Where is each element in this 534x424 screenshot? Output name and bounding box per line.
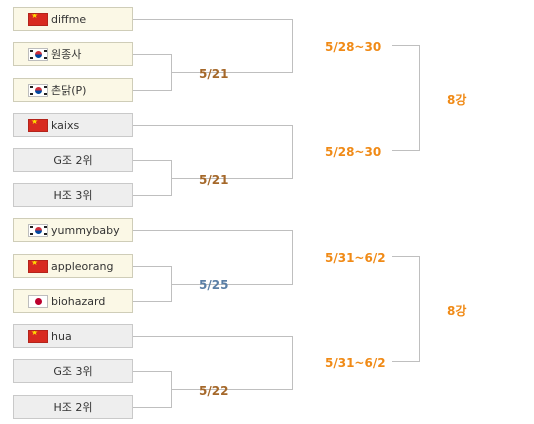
- bracket-line: [133, 90, 171, 91]
- korea-flag-icon: [28, 83, 48, 97]
- bracket-line: [392, 45, 420, 46]
- japan-flag-icon: [28, 294, 48, 308]
- bracket-line: [133, 19, 293, 20]
- bracket-line: [171, 266, 172, 302]
- quarterfinal-label: 8강: [447, 304, 467, 318]
- korea-flag-icon: [28, 47, 48, 61]
- round2-date-label: 5/31~6/2: [325, 356, 386, 370]
- bracket-slot: hua: [13, 324, 133, 348]
- bracket-slot: appleorang: [13, 254, 133, 278]
- bracket-line: [133, 160, 171, 161]
- bracket-line: [392, 256, 420, 257]
- round2-date-label: 5/28~30: [325, 145, 382, 159]
- bracket-slot: G조 2위: [13, 148, 133, 172]
- match-date-label: 5/21: [199, 67, 229, 81]
- player-name: 원종사: [51, 48, 82, 61]
- round2-date-label: 5/28~30: [325, 40, 382, 54]
- bracket-line: [172, 72, 293, 73]
- bracket-line: [392, 361, 420, 362]
- bracket-line: [133, 407, 171, 408]
- bracket-slot: H조 3위: [13, 183, 133, 207]
- bracket-line: [133, 266, 171, 267]
- bracket-line: [292, 125, 293, 178]
- china-flag-icon: [28, 259, 48, 273]
- player-name: appleorang: [51, 259, 114, 273]
- player-name: biohazard: [51, 294, 106, 308]
- bracket-line: [133, 54, 171, 55]
- bracket-line: [133, 336, 293, 337]
- player-name: 촌닭(P): [51, 84, 87, 97]
- bracket-line: [133, 301, 171, 302]
- bracket-line: [171, 160, 172, 196]
- china-flag-icon: [28, 329, 48, 343]
- bracket-line: [172, 284, 293, 285]
- bracket-line: [172, 389, 293, 390]
- china-flag-icon: [28, 118, 48, 132]
- bracket-line: [392, 150, 420, 151]
- player-name: yummybaby: [51, 223, 120, 237]
- quarterfinal-label: 8강: [447, 93, 467, 107]
- player-name: H조 2위: [53, 401, 93, 414]
- china-flag-icon: [28, 12, 48, 26]
- match-date-label: 5/21: [199, 173, 229, 187]
- bracket-line: [292, 230, 293, 284]
- player-name: diffme: [51, 12, 87, 26]
- player-name: G조 2위: [53, 154, 93, 167]
- player-name: H조 3위: [53, 189, 93, 202]
- bracket-line: [133, 230, 293, 231]
- bracket-line: [133, 195, 171, 196]
- bracket-slot: biohazard: [13, 289, 133, 313]
- round2-date-label: 5/31~6/2: [325, 251, 386, 265]
- player-name: kaixs: [51, 118, 80, 132]
- match-date-label: 5/25: [199, 278, 229, 292]
- bracket-slot: yummybaby: [13, 218, 133, 242]
- player-name: hua: [51, 329, 72, 343]
- bracket-line: [419, 256, 420, 362]
- match-date-label: 5/22: [199, 384, 229, 398]
- bracket-slot: H조 2위: [13, 395, 133, 419]
- bracket-line: [172, 178, 293, 179]
- bracket-slot: 촌닭(P): [13, 78, 133, 102]
- bracket-slot: G조 3위: [13, 359, 133, 383]
- bracket-slot: diffme: [13, 7, 133, 31]
- bracket-line: [171, 54, 172, 91]
- bracket-slot: 원종사: [13, 42, 133, 66]
- bracket-line: [292, 19, 293, 73]
- bracket-line: [133, 371, 171, 372]
- bracket-line: [133, 125, 293, 126]
- korea-flag-icon: [28, 223, 48, 237]
- bracket-line: [419, 45, 420, 151]
- bracket-line: [171, 371, 172, 408]
- player-name: G조 3위: [53, 365, 93, 378]
- bracket-line: [292, 336, 293, 390]
- bracket-slot: kaixs: [13, 113, 133, 137]
